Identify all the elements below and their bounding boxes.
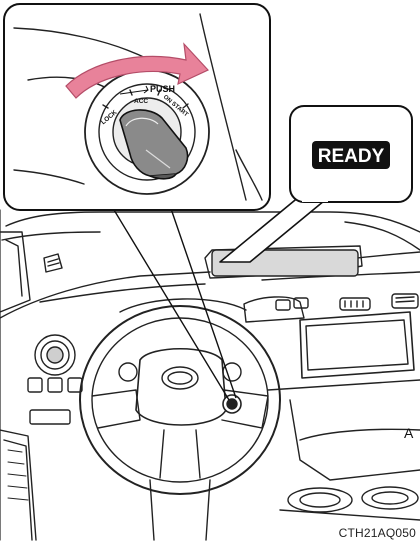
key-callout: PUSH LOCK ACC ON START [4, 4, 270, 400]
ready-indicator-text: READY [318, 146, 385, 167]
steering-wheel [80, 306, 280, 494]
figure-code: CTH21AQ050 [339, 526, 416, 540]
label-push: PUSH [150, 84, 175, 94]
label-acc: ACC [134, 98, 148, 105]
dashboard-drawing: A [0, 210, 420, 540]
svg-text:A: A [404, 425, 414, 441]
